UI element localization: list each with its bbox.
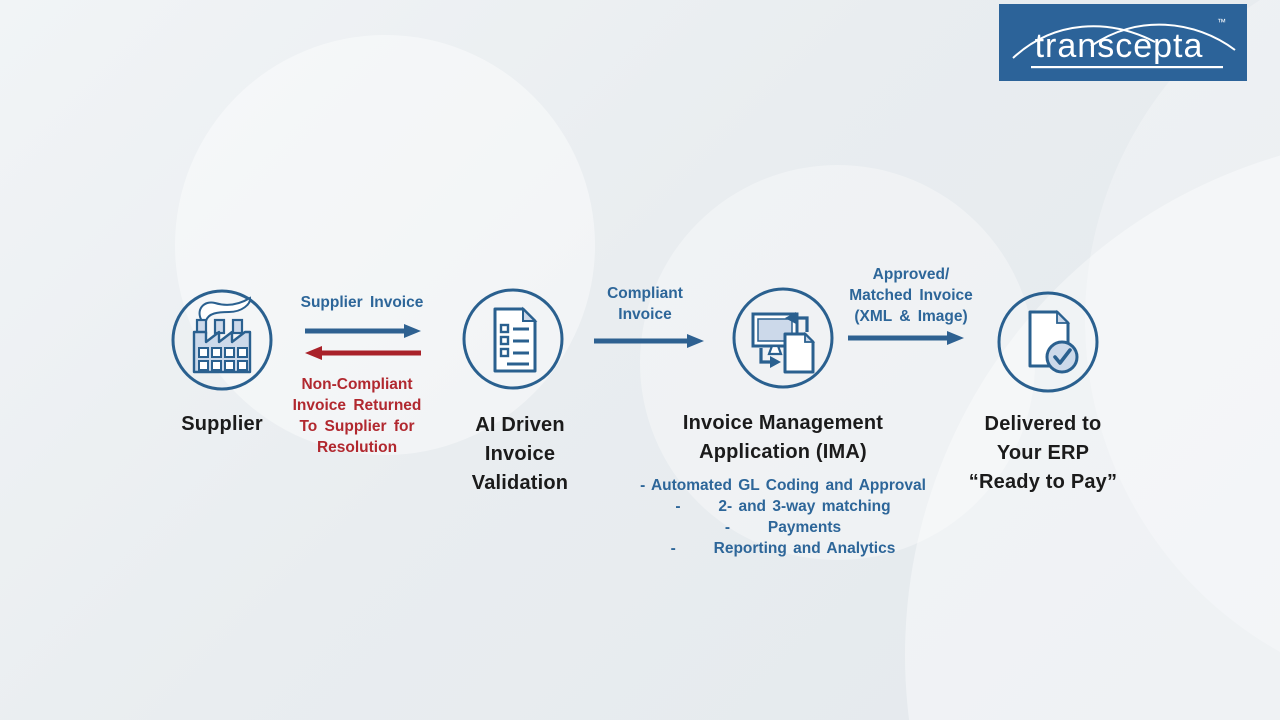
transcepta-logo-icon: transcepta ™ xyxy=(999,4,1247,81)
ima-feature-item: - 2- and 3-way matching xyxy=(675,498,891,515)
ima-feature-item: - Automated GL Coding and Approval xyxy=(640,477,926,494)
approved-matched-arrow xyxy=(848,331,964,345)
ai-validation-node xyxy=(461,287,565,391)
compliant-invoice-arrow xyxy=(594,334,704,348)
erp-label: Delivered to Your ERP “Ready to Pay” xyxy=(968,413,1118,493)
ima-feature-list: - Automated GL Coding and Approval - 2- … xyxy=(608,475,958,559)
supplier-label: Supplier xyxy=(181,413,263,435)
monitor-document-sync-icon xyxy=(732,287,834,389)
ima-feature-item: - Reporting and Analytics xyxy=(670,540,896,557)
checklist-document-icon xyxy=(462,288,564,390)
supplier-invoice-label: Supplier Invoice xyxy=(300,294,424,311)
logo-trademark: ™ xyxy=(1217,17,1226,27)
transcepta-logo: transcepta ™ xyxy=(999,4,1247,81)
non-compliant-return-label: Non-Compliant Invoice Returned To Suppli… xyxy=(292,376,422,456)
supplier-node xyxy=(170,288,274,392)
supplier-invoice-arrow xyxy=(305,324,421,338)
approved-matched-label: Approved/ Matched Invoice (XML & Image) xyxy=(849,266,973,325)
erp-node xyxy=(996,290,1100,394)
factory-icon xyxy=(171,289,273,391)
ima-feature-item: - Payments xyxy=(724,519,842,536)
document-check-icon xyxy=(997,291,1099,393)
background-circle xyxy=(1085,0,1280,700)
ima-node xyxy=(731,286,835,390)
non-compliant-return-arrow xyxy=(305,346,421,360)
compliant-invoice-label: Compliant Invoice xyxy=(607,285,683,323)
ai-validation-label: AI Driven Invoice Validation xyxy=(471,414,569,494)
logo-wordmark: transcepta xyxy=(1035,27,1204,65)
ima-label: Invoice Management Application (IMA) xyxy=(682,412,884,463)
